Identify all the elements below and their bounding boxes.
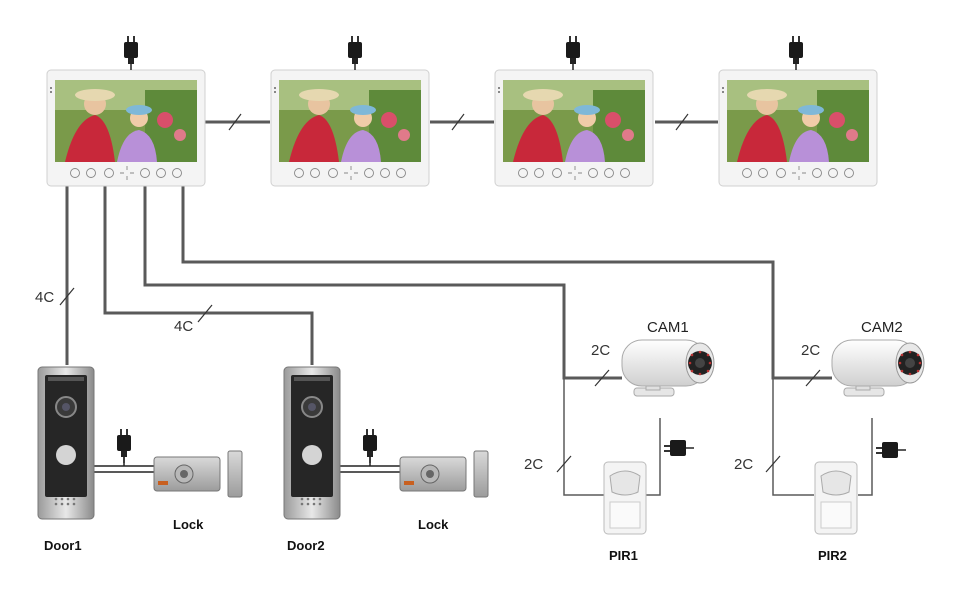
wire-label-2c-cam2: 2C	[801, 342, 821, 359]
door-panel-2	[283, 366, 341, 520]
power-adapter-icon	[362, 428, 378, 464]
indoor-monitor-2	[271, 70, 429, 186]
power-adapter-icon	[875, 441, 907, 459]
power-adapter-icon	[565, 35, 581, 71]
door-label-door2: Door2	[287, 538, 325, 553]
pir-sensor-2	[814, 461, 858, 535]
pir-label-1: PIR1	[609, 548, 638, 563]
camera-1	[621, 339, 715, 397]
power-adapter-icon	[663, 439, 695, 457]
wire-label-2c-pir1: 2C	[524, 456, 544, 473]
power-adapter-icon	[116, 428, 132, 464]
camera-label-cam1: CAM1	[647, 319, 689, 336]
electric-lock-2	[399, 450, 489, 498]
lock-label-2: Lock	[418, 517, 449, 532]
power-adapter-icon	[347, 35, 363, 71]
wiring	[65, 120, 832, 380]
lock-wiring	[94, 455, 400, 473]
electric-lock-1	[153, 450, 243, 498]
pir-wiring	[563, 378, 873, 496]
wire-slash-marks	[59, 113, 821, 473]
wire-label-2c-cam1: 2C	[591, 342, 611, 359]
wire-label-2c-pir2: 2C	[734, 456, 754, 473]
indoor-monitor-3	[495, 70, 653, 186]
door-label-door1: Door1	[44, 538, 82, 553]
camera-label-cam2: CAM2	[861, 319, 903, 336]
wire-label-4c-door1: 4C	[35, 289, 55, 306]
pir-sensor-1	[603, 461, 647, 535]
pir-label-2: PIR2	[818, 548, 847, 563]
lock-label-1: Lock	[173, 517, 204, 532]
power-adapter-icon	[123, 35, 139, 71]
camera-2	[831, 339, 925, 397]
indoor-monitor-4	[719, 70, 877, 186]
power-adapter-icon	[788, 35, 804, 71]
door-panel-1	[37, 366, 95, 520]
wire-label-4c-door2: 4C	[174, 318, 194, 335]
indoor-monitor-1	[47, 70, 205, 186]
